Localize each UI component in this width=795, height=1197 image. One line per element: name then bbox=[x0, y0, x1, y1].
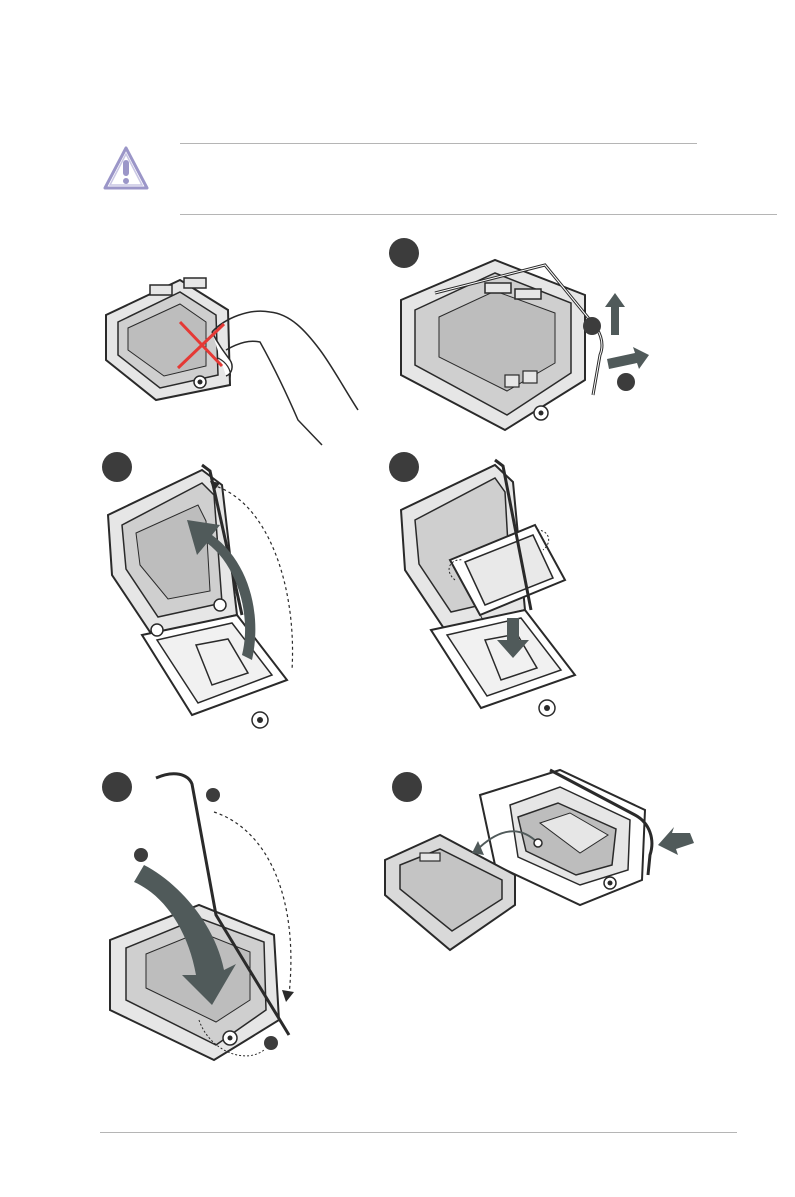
sub-step-badge-b bbox=[134, 848, 148, 862]
warning-triangle-icon bbox=[103, 146, 149, 190]
arrow-up-icon bbox=[605, 293, 625, 335]
cpu-placement-illustration bbox=[395, 460, 595, 730]
step-release-lever bbox=[395, 255, 665, 440]
sub-step-badge-b bbox=[617, 373, 635, 391]
step-remove-cap bbox=[380, 765, 710, 960]
sub-step-badge-a bbox=[206, 788, 220, 802]
open-socket-illustration bbox=[102, 465, 302, 735]
step-place-cpu bbox=[395, 460, 595, 730]
warning-top-rule bbox=[180, 143, 697, 144]
step-close-lever bbox=[104, 770, 314, 1070]
sub-step-badge-a bbox=[583, 317, 601, 335]
sub-step-badge-c bbox=[264, 1036, 278, 1050]
warning-block bbox=[100, 140, 700, 220]
arrow-right-icon bbox=[607, 347, 649, 371]
step-lift-load-plate bbox=[102, 465, 302, 735]
step-do-not-touch bbox=[100, 270, 370, 445]
remove-cap-illustration bbox=[380, 765, 710, 960]
socket-illustration bbox=[100, 270, 370, 445]
warning-bottom-rule bbox=[180, 214, 777, 215]
footer-rule bbox=[100, 1132, 737, 1133]
close-lever-illustration bbox=[104, 770, 314, 1070]
